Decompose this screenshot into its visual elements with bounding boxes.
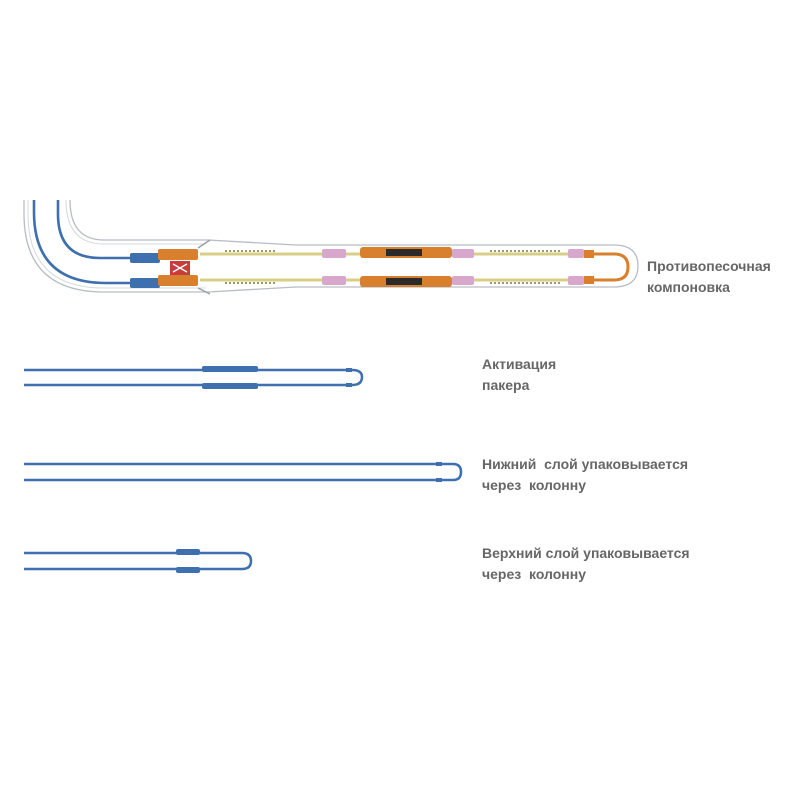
tubing-u-tube [24, 551, 253, 571]
label-line: Активация [482, 356, 557, 372]
crossover-tool-top [158, 249, 198, 260]
tool-joint-bottom [346, 383, 352, 387]
seal-assembly-bottom-3 [568, 276, 584, 285]
washpipe-return [584, 252, 630, 282]
casing-wall [23, 199, 639, 293]
packer-element-top [386, 249, 422, 256]
upper-layer-string [24, 549, 253, 573]
seal-assembly-bottom-1 [322, 276, 346, 285]
label-packer-activation: Активация пакера [482, 354, 556, 396]
packer-coupling-bottom [176, 567, 200, 573]
label-upper-layer: Верхний слой упаковывается через колонну [482, 543, 690, 585]
washpipe-shoe [584, 250, 594, 258]
label-line: через колонну [482, 477, 586, 493]
packer-coupling-top [202, 366, 258, 372]
crossover-tool-bottom [158, 275, 198, 286]
tubing-u-tube [24, 368, 364, 387]
packer-flare [197, 239, 211, 295]
label-line: Верхний слой упаковывается [482, 545, 690, 561]
label-lower-layer: Нижний слой упаковывается через колонну [482, 454, 688, 496]
tool-joint-top [436, 462, 442, 466]
label-sand-control-assembly: Противопесочная компоновка [647, 256, 771, 298]
packer-activation-string [24, 366, 364, 389]
label-line: Противопесочная [647, 258, 771, 274]
casing-inner-wall [27, 199, 206, 289]
valve-symbol [172, 263, 188, 273]
tubing-coupling-bottom [130, 278, 160, 288]
label-line: через колонну [482, 566, 586, 582]
label-line: пакера [482, 377, 530, 393]
lower-layer-string [24, 462, 463, 482]
seal-assembly-top-2 [452, 249, 474, 258]
label-line: Нижний слой упаковывается [482, 456, 689, 472]
washpipe-shoe-lower [584, 276, 594, 284]
tubing-inner-line [56, 200, 150, 260]
label-line: компоновка [647, 279, 730, 295]
tubing-coupling-top [130, 253, 160, 263]
tool-joint-bottom [436, 478, 442, 482]
seal-assembly-top-3 [568, 249, 584, 258]
seal-assembly-top-1 [322, 249, 346, 258]
packer-element-bottom [386, 278, 422, 285]
tubing-u-tube [24, 462, 463, 482]
sand-control-assembly [23, 199, 639, 295]
packer-coupling-bottom [202, 383, 258, 389]
tubing-outer-line [32, 200, 150, 285]
seal-assembly-bottom-2 [452, 276, 474, 285]
tool-joint-top [346, 368, 352, 372]
packer-coupling-top [176, 549, 200, 555]
